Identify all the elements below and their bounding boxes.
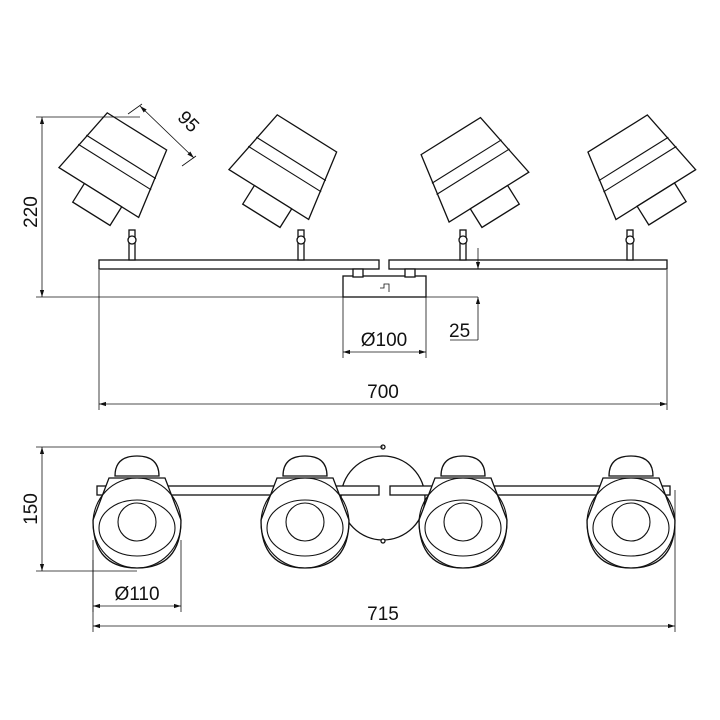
top-spotlight-2: [260, 455, 350, 569]
top-spotlight-1: [92, 455, 182, 569]
dimension-700-label: 700: [367, 382, 399, 403]
dimension-715-label: 715: [367, 604, 399, 625]
dimension-220-label: 220: [21, 196, 42, 228]
mounting-bar-right: [388, 259, 668, 270]
canopy-clip-right: [404, 268, 416, 278]
dimension-25: 25: [426, 248, 484, 342]
top-spotlight-4: [586, 455, 676, 569]
canopy-clip-left: [352, 268, 364, 278]
mounting-bar-left: [98, 259, 380, 270]
dimension-700: 700: [98, 270, 668, 410]
dimension-220: 220: [21, 116, 478, 298]
side-spotlight-4: [587, 114, 697, 261]
canopy: [342, 275, 427, 298]
top-bar-right: [389, 485, 671, 496]
top-canopy: [340, 455, 426, 541]
dimension-150-label: 150: [21, 493, 42, 525]
side-spotlight-2: [227, 114, 338, 261]
dimension-150: 150: [21, 446, 383, 572]
dimension-canopy-diameter: Ø100: [342, 297, 427, 358]
side-view: 220 95 25 Ø100 700: [21, 103, 697, 410]
top-view: 150 Ø110 715: [21, 444, 676, 632]
dimension-canopy-diameter-label: Ø100: [361, 330, 407, 351]
screw-symbol: [380, 283, 390, 292]
top-spotlight-3: [418, 455, 508, 569]
side-spotlight-3: [420, 116, 530, 261]
top-bar-left: [96, 485, 380, 496]
side-spotlight-1: [57, 112, 168, 261]
dimension-25-label: 25: [449, 321, 470, 342]
dimension-95-label: 95: [173, 107, 203, 137]
dimension-715: 715: [92, 490, 676, 632]
dimension-shade-diameter-label: Ø110: [114, 584, 159, 605]
